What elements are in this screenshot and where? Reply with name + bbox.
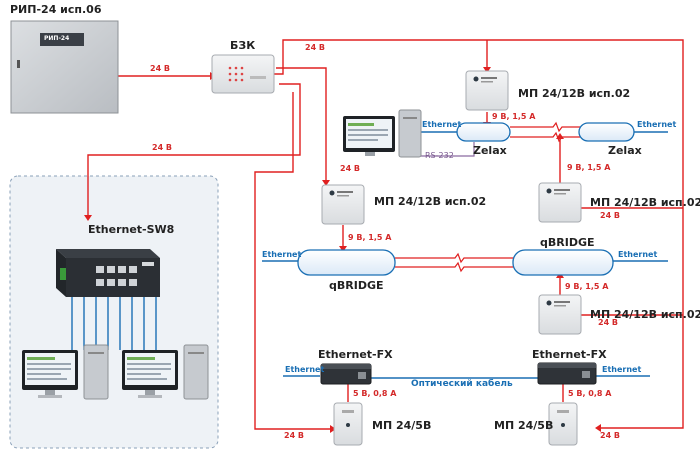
- ethernet-lines: [71, 131, 668, 379]
- workstation-top: [343, 109, 422, 158]
- v24-mp5left: 24 В: [284, 431, 305, 440]
- mp-module-right: [538, 182, 582, 223]
- v24-mp5right: 24 В: [600, 431, 621, 440]
- zelax-right-title: Zelax: [608, 144, 642, 157]
- v24-top: 24 В: [305, 43, 326, 52]
- bzk-controller: [211, 54, 275, 94]
- eth-fx-left: Ethernet: [285, 365, 325, 374]
- mp-module-top: [465, 70, 509, 111]
- power-adapter-right: [548, 402, 578, 446]
- switch-group-area: [9, 175, 219, 449]
- rip-panel-label: РИП-24: [44, 35, 70, 42]
- mp5-left-title: МП 24/5В: [372, 419, 432, 432]
- rs232-label: RS-232: [425, 151, 454, 160]
- qbridge-left-title: qBRIDGE: [329, 279, 384, 292]
- workstation-bottom-right: [122, 344, 209, 400]
- a9-right: 9 В, 1,5 А: [567, 163, 611, 172]
- a9-top: 9 В, 1,5 А: [492, 112, 536, 121]
- efx-right-title: Ethernet-FX: [532, 348, 607, 361]
- media-converter-right: [537, 362, 597, 385]
- a5-right: 5 В, 0,8 А: [568, 389, 612, 398]
- v24-mpright: 24 В: [600, 211, 621, 220]
- ethernet-switch: [56, 249, 160, 297]
- eth-qbridge-left: Ethernet: [262, 250, 302, 259]
- eth-zelax-left: Ethernet: [422, 120, 462, 129]
- mp-module-mid: [538, 294, 582, 335]
- rip-title: РИП-24 исп.06: [10, 3, 102, 16]
- switch-title: Ethernet-SW8: [88, 223, 175, 236]
- a5-left: 5 В, 0,8 А: [353, 389, 397, 398]
- mp-mid-title: МП 24/12В исп.02: [590, 308, 700, 321]
- mp-module-left: [321, 184, 365, 225]
- efx-left-title: Ethernet-FX: [318, 348, 393, 361]
- zelax-modem-right: [578, 122, 635, 142]
- power-lines: [87, 39, 684, 430]
- qbridge-right: [512, 249, 614, 276]
- mp-right-title: МП 24/12В исп.02: [590, 196, 700, 209]
- mp5-right-title: МП 24/5В: [494, 419, 554, 432]
- v24-mpleft: 24 В: [340, 164, 361, 173]
- mp-left-title: МП 24/12В исп.02: [374, 195, 487, 208]
- eth-fx-right: Ethernet: [602, 365, 642, 374]
- a9-mid: 9 В, 1,5 А: [565, 282, 609, 291]
- qbridge-right-title: qBRIDGE: [540, 236, 595, 249]
- rip-cabinet: [10, 20, 119, 114]
- radio-links: [395, 121, 580, 273]
- v24-rip: 24 В: [150, 64, 171, 73]
- mp-top-title: МП 24/12В исп.02: [518, 87, 631, 100]
- v24-sw: 24 В: [152, 143, 173, 152]
- eth-zelax-right: Ethernet: [637, 120, 677, 129]
- eth-qbridge-right: Ethernet: [618, 250, 658, 259]
- fiber-label: Оптический кабель: [411, 379, 513, 389]
- workstation-bottom-left: [22, 344, 109, 400]
- zelax-left-title: Zelax: [473, 144, 507, 157]
- bzk-title: БЗК: [230, 39, 256, 52]
- media-converter-left: [320, 363, 372, 385]
- zelax-modem-left: [456, 122, 511, 142]
- power-adapter-left: [333, 402, 363, 446]
- v24-mpmid: 24 В: [598, 318, 619, 327]
- qbridge-left: [297, 249, 396, 276]
- a9-left: 9 В, 1,5 А: [348, 233, 392, 242]
